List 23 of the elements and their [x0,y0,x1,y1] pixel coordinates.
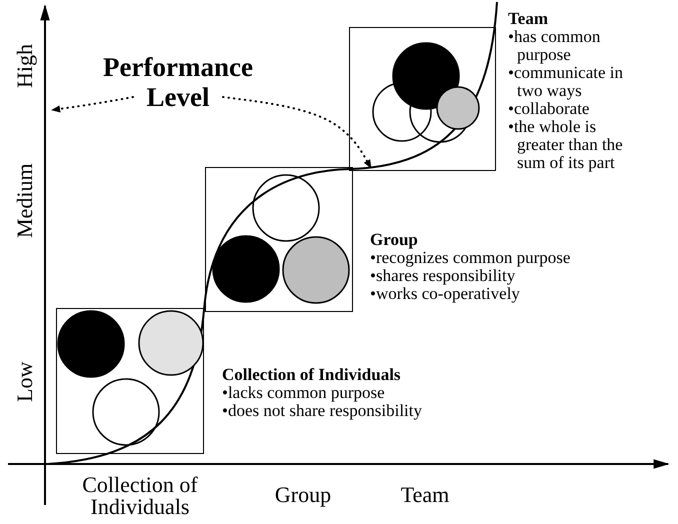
stage-heading: Collection of Individuals [222,366,402,384]
stage-heading: Group [370,231,419,249]
bullet-item: •collaborate [508,100,590,118]
bullet-item: •shares responsibility [370,267,516,285]
stage-box [205,167,353,312]
axis-title: Performance Level [78,52,278,112]
axis-category-label: Team [400,484,450,506]
bullet-item: •works co-operatively [370,285,521,303]
bullet-item: •recognizes common purpose [370,249,572,267]
bullet-item: •the whole is greater than the sum of its part [508,118,624,172]
axis-category-label: Group [274,484,332,506]
stage-box [349,27,496,171]
bullet-item: •has common purpose [508,28,602,64]
axis-level-label: Medium [12,163,38,238]
stage-heading: Team [508,10,549,28]
bullet-item: •communicate in two ways [508,64,624,100]
axis-category-label: Collection of Individuals [81,474,199,518]
dotted-arrow [222,96,372,169]
axis-level-label: Low [12,362,38,402]
bullet-item: •lacks common purpose [222,384,386,402]
dotted-arrow [51,96,134,112]
axis-level-label: High [12,44,38,88]
bullet-item: •does not share responsibility [222,402,424,420]
